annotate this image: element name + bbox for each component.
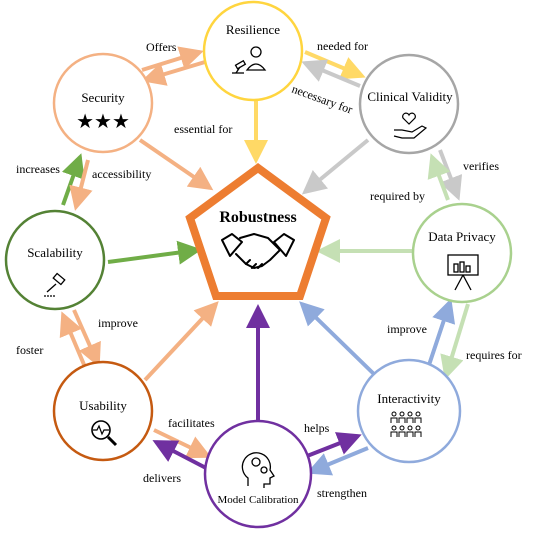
label-helps: helps xyxy=(304,421,330,435)
label-requires-for: requires for xyxy=(466,348,522,362)
label-improve-right: improve xyxy=(387,322,427,336)
model-calibration-title: Model Calibration xyxy=(218,494,299,506)
magnifier-pulse-icon xyxy=(91,420,118,447)
person-figure xyxy=(414,411,422,423)
label-essential-for: essential for xyxy=(174,122,232,136)
person-figure xyxy=(406,411,414,423)
arrow-security-resilience xyxy=(141,46,204,72)
arrow-security-scalability xyxy=(69,159,93,211)
arrow-security-robustness xyxy=(138,138,214,191)
arrow-interactivity-robustness xyxy=(299,301,380,380)
arrow-usability-calibration xyxy=(153,428,212,459)
security-title: Security xyxy=(81,90,125,105)
arrow-scalability-robustness xyxy=(107,240,202,265)
label-foster: foster xyxy=(16,343,43,357)
scalability-title: Scalability xyxy=(27,245,83,260)
arrow-dataprivacy-clinical xyxy=(427,153,451,201)
label-required-by: required by xyxy=(370,189,425,203)
arrow-scalability-usability xyxy=(72,309,101,368)
security-node[interactable]: Security ★★★ xyxy=(52,52,154,154)
hand-heart-icon xyxy=(393,112,428,139)
data-privacy-node[interactable]: Data Privacy xyxy=(411,202,513,304)
usability-node[interactable]: Usability xyxy=(52,360,154,462)
interactivity-title: Interactivity xyxy=(377,391,441,406)
stars-icon: ★★★ xyxy=(76,109,130,133)
arrow-clinical-resilience xyxy=(301,59,361,88)
clinical-validity-title: Clinical Validity xyxy=(367,89,453,104)
robustness-node[interactable]: Robustness xyxy=(185,163,331,300)
judge-icon xyxy=(232,46,267,74)
usability-title: Usability xyxy=(79,398,127,413)
clinical-validity-node[interactable]: Clinical Validity xyxy=(358,53,460,155)
resilience-node[interactable]: Resilience xyxy=(202,0,304,102)
label-accessibility: accessibility xyxy=(92,167,151,181)
person-figure xyxy=(390,425,398,437)
arrow-resilience-clinical xyxy=(304,50,366,80)
presentation-chart-icon xyxy=(447,254,479,291)
person-figure xyxy=(406,425,414,437)
person-figure xyxy=(390,411,398,423)
arrow-clinical-robustness xyxy=(301,138,370,195)
people-group-icon xyxy=(390,411,422,437)
label-necessary-for: necessary for xyxy=(290,82,355,117)
scalability-node[interactable]: Scalability xyxy=(4,209,106,311)
robustness-pentagon xyxy=(185,163,331,300)
resilience-title: Resilience xyxy=(226,22,280,37)
label-increases: increases xyxy=(16,162,60,176)
gavel-icon xyxy=(44,272,66,297)
person-figure xyxy=(398,411,406,423)
arrow-usability-robustness xyxy=(143,301,219,382)
arrow-calibration-usability xyxy=(152,440,207,470)
arrow-interactivity-dataprivacy xyxy=(426,298,456,369)
data-privacy-title: Data Privacy xyxy=(428,229,496,244)
label-offers: Offers xyxy=(146,40,177,54)
arrow-interactivity-calibration xyxy=(306,446,369,476)
label-delivers: delivers xyxy=(143,471,181,485)
arrow-scalability-security xyxy=(61,153,85,206)
person-figure xyxy=(414,425,422,437)
interactivity-node[interactable]: Interactivity xyxy=(356,358,462,464)
arrows xyxy=(59,46,470,476)
person-figure xyxy=(398,425,406,437)
label-strengthen: strengthen xyxy=(317,486,367,500)
label-needed-for: needed for xyxy=(317,39,368,53)
label-facilitates: facilitates xyxy=(168,416,215,430)
robustness-title: Robustness xyxy=(219,209,296,226)
model-calibration-node[interactable]: Model Calibration xyxy=(203,419,313,529)
arrow-dataprivacy-interactivity xyxy=(440,303,470,380)
label-verifies: verifies xyxy=(463,159,499,173)
head-gears-icon xyxy=(241,452,275,488)
handshake-icon xyxy=(221,233,295,269)
label-improve-left: improve xyxy=(98,316,138,330)
